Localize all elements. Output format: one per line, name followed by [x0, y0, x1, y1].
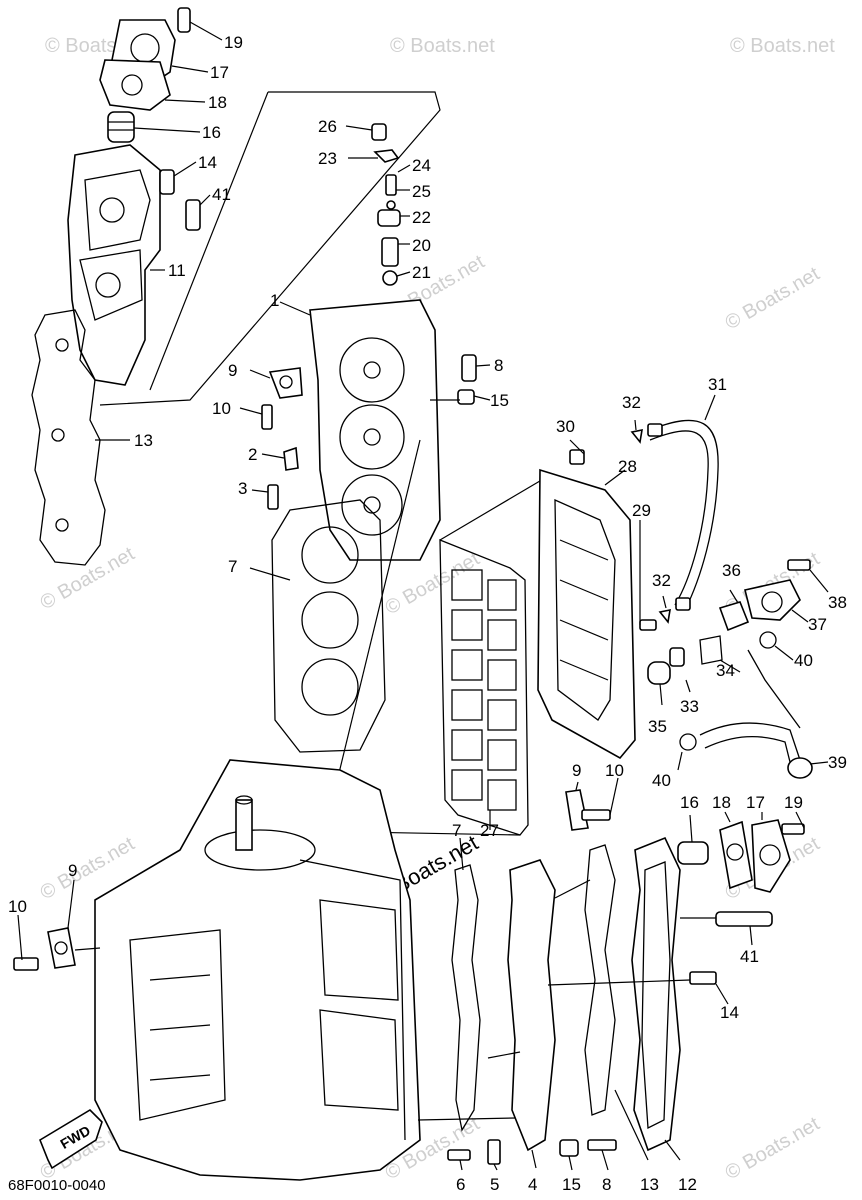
cylinder-head-assembly: [261, 123, 477, 811]
callout-label: 38: [828, 593, 847, 612]
callout-label: 14: [198, 153, 217, 172]
callout-label: 5: [490, 1175, 499, 1194]
callout-label: 20: [412, 236, 431, 255]
callout-label: 7: [228, 557, 237, 576]
callout-label: 22: [412, 208, 431, 227]
callout-labels: 1 2 3 4 5 6 7 7 8 8 9 9 9 10 10 10 11 12…: [8, 33, 847, 1194]
callout-label: 26: [318, 117, 337, 136]
cover-28-ribs: [554, 498, 616, 721]
callout-label: 10: [605, 761, 624, 780]
watermark-3: © Boats.net: [730, 35, 835, 57]
callout-label: 7: [452, 821, 461, 840]
hose-assembly-right: [630, 419, 813, 779]
watermark-13: © Boats.net: [722, 1113, 824, 1185]
callout-label: 9: [228, 361, 237, 380]
watermark-2: © Boats.net: [390, 35, 495, 57]
fwd-arrow: FWD: [39, 1108, 103, 1170]
callout-label: 8: [602, 1175, 611, 1194]
callout-label: 13: [640, 1175, 659, 1194]
callout-label: 17: [746, 793, 765, 812]
callout-label: 19: [224, 33, 243, 52]
bolt-19-top: [177, 7, 191, 33]
callout-label: 21: [412, 263, 431, 282]
callout-label: 24: [412, 156, 431, 175]
callout-label: 18: [712, 793, 731, 812]
callout-label: 10: [8, 897, 27, 916]
callout-label: 41: [740, 947, 759, 966]
callout-label: 2: [248, 445, 257, 464]
callout-label: 16: [202, 123, 221, 142]
leader-lines: [17, 21, 829, 1171]
gasket-27-cells: [451, 569, 517, 811]
callout-label: 13: [134, 431, 153, 450]
callout-label: 9: [572, 761, 581, 780]
callout-label: 8: [494, 356, 503, 375]
callout-label: 27: [480, 821, 499, 840]
exhaust-cover-assembly-right: [417, 789, 805, 1165]
callout-label: 35: [648, 717, 667, 736]
callout-label: 6: [456, 1175, 465, 1194]
callout-label: 11: [168, 261, 186, 280]
callout-label: 10: [212, 399, 231, 418]
callout-label: 4: [528, 1175, 537, 1194]
engine-block: [13, 759, 421, 1181]
watermark-6: © Boats.net: [37, 543, 139, 615]
callout-label: 36: [722, 561, 741, 580]
callout-label: 23: [318, 149, 337, 168]
callout-label: 41: [212, 185, 231, 204]
callout-label: 39: [828, 753, 847, 772]
callout-label: 34: [716, 661, 735, 680]
callout-label: 1: [270, 291, 279, 310]
callout-label: 28: [618, 457, 637, 476]
callout-label: 16: [680, 793, 699, 812]
callout-label: 9: [68, 861, 77, 880]
callout-label: 18: [208, 93, 227, 112]
callout-label: 29: [632, 501, 651, 520]
callout-label: 25: [412, 182, 431, 201]
callout-label: 40: [794, 651, 813, 670]
callout-label: 14: [720, 1003, 739, 1022]
exhaust-cover-assembly-left: [31, 19, 441, 566]
callout-label: 32: [622, 393, 641, 412]
callout-label: 30: [556, 417, 575, 436]
callout-label: 19: [784, 793, 803, 812]
callout-label: 37: [808, 615, 827, 634]
callout-label: 17: [210, 63, 229, 82]
callout-label: 12: [678, 1175, 697, 1194]
callout-label: 3: [238, 479, 247, 498]
callout-label: 15: [562, 1175, 581, 1194]
callout-label: 31: [708, 375, 727, 394]
callout-label: 32: [652, 571, 671, 590]
callout-label: 33: [680, 697, 699, 716]
watermark-5: © Boats.net: [722, 263, 824, 335]
diagram-code: 68F0010-0040: [8, 1177, 106, 1194]
callout-label: 40: [652, 771, 671, 790]
callout-label: 15: [490, 391, 509, 410]
